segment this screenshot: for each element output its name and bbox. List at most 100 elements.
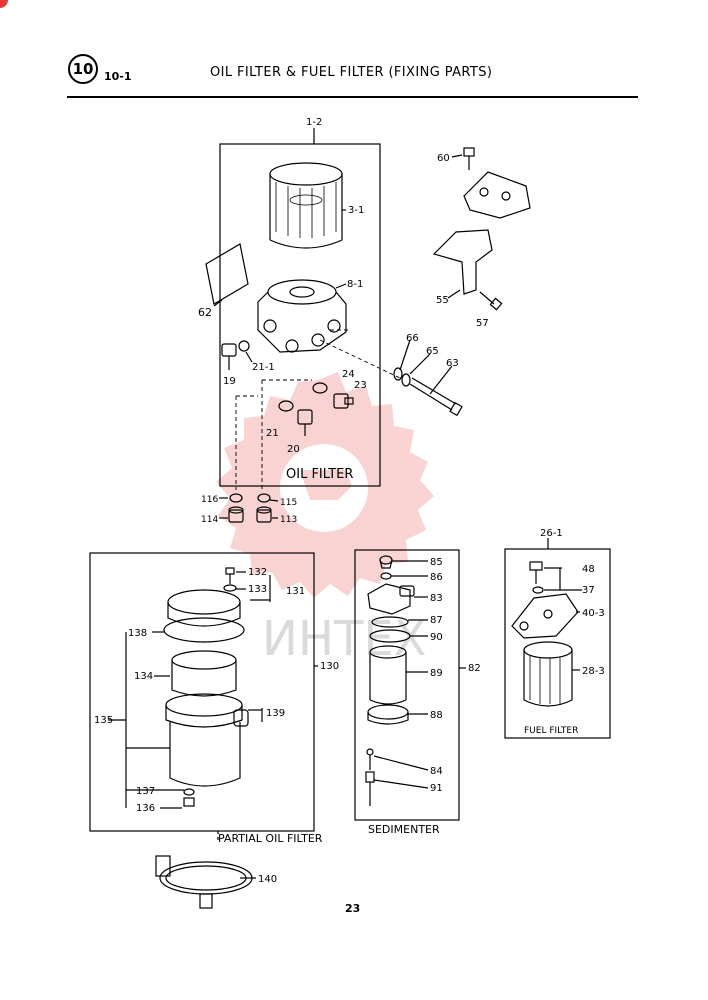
- washer-115: [257, 493, 271, 503]
- head-40-3: [511, 593, 579, 639]
- callout-130: 130: [320, 661, 339, 672]
- washer-65: [401, 373, 411, 387]
- callout-114: 114: [201, 515, 218, 525]
- ring-66: [393, 367, 403, 381]
- plug-23: [333, 393, 354, 409]
- head-83: [367, 583, 415, 615]
- plug-20: [297, 409, 313, 436]
- callout-137: 137: [136, 786, 155, 797]
- washer-24: [312, 382, 328, 394]
- bolt-60: [463, 147, 475, 170]
- callout-82: 82: [468, 663, 481, 674]
- oil-filter-group: [205, 128, 401, 523]
- callout-132: 132: [248, 567, 267, 578]
- washer-116: [229, 493, 243, 503]
- callout-115: 115: [280, 498, 297, 508]
- oil-filter-frame: [219, 143, 381, 487]
- callout-28-3: 28-3: [582, 666, 605, 677]
- drain-84: [366, 748, 374, 770]
- fuel-filter-frame: [504, 548, 611, 739]
- oring-87: [371, 616, 409, 628]
- cover-131: [167, 589, 241, 627]
- washer-21: [278, 400, 294, 412]
- callout-134: 134: [134, 671, 153, 682]
- callout-85: 85: [430, 557, 443, 568]
- callout-88: 88: [430, 710, 443, 721]
- partial-oil-filter-label: PARTIAL OIL FILTER: [218, 832, 323, 845]
- callout-55: 55: [436, 295, 449, 306]
- bracket-group: [393, 147, 531, 417]
- callout-86: 86: [430, 572, 443, 583]
- bolt-132: [225, 567, 235, 584]
- sedimenter-label: SEDIMENTER: [368, 823, 440, 836]
- callout-23: 23: [354, 380, 367, 391]
- gasket-62: [205, 243, 249, 305]
- plug-19: [221, 343, 237, 370]
- callout-140: 140: [258, 874, 277, 885]
- gasket-138: [163, 617, 245, 643]
- callout-1-2: 1-2: [306, 117, 322, 128]
- band-clamp-140: [155, 855, 253, 909]
- callout-90: 90: [430, 632, 443, 643]
- callout-40-3: 40-3: [582, 608, 605, 619]
- housing-135: [165, 693, 249, 787]
- cartridge-28-3: [523, 641, 573, 707]
- callout-65: 65: [426, 346, 439, 357]
- callout-19: 19: [223, 376, 236, 387]
- callout-57: 57: [476, 318, 489, 329]
- callout-62: 62: [198, 306, 212, 319]
- callout-63: 63: [446, 358, 459, 369]
- sedimenter-frame: [354, 549, 460, 821]
- section-sub-number: 10-1: [104, 70, 132, 83]
- plug-136: [183, 797, 195, 807]
- mounting-plate: [463, 171, 531, 219]
- callout-84: 84: [430, 766, 443, 777]
- callout-131: 131: [286, 586, 305, 597]
- callout-135: 135: [94, 715, 113, 726]
- callout-87: 87: [430, 615, 443, 626]
- callout-21: 21: [266, 428, 279, 439]
- callout-138: 138: [128, 628, 147, 639]
- callout-20: 20: [287, 444, 300, 455]
- callout-3-1: 3-1: [348, 205, 364, 216]
- drain-91: [365, 771, 375, 806]
- callout-66: 66: [406, 333, 419, 344]
- callout-91: 91: [430, 783, 443, 794]
- oil-filter-cartridge: [269, 162, 343, 249]
- bowl-89: [369, 645, 407, 705]
- callout-116: 116: [201, 495, 218, 505]
- callout-26-1: 26-1: [540, 528, 563, 539]
- oil-filter-dash-lines: [235, 329, 401, 490]
- oil-filter-label: OIL FILTER: [286, 467, 353, 482]
- corner-mark: [0, 0, 8, 8]
- sedimenter-group: [354, 549, 466, 821]
- washer-133: [223, 584, 237, 592]
- page-number: 23: [345, 902, 361, 915]
- callout-21-1: 21-1: [252, 362, 275, 373]
- callout-113: 113: [280, 515, 297, 525]
- page-title: OIL FILTER & FUEL FILTER (FIXING PARTS): [210, 65, 493, 80]
- union-113: [256, 506, 272, 523]
- union-114: [228, 506, 244, 523]
- watermark-logo: [216, 372, 434, 598]
- header-rule: [67, 96, 638, 98]
- fuel-filter-group: [504, 538, 611, 739]
- bolt-63: [409, 377, 463, 417]
- callout-37: 37: [582, 585, 595, 596]
- callout-24: 24: [342, 369, 355, 380]
- section-number-badge: 10: [68, 54, 98, 84]
- partial-oil-filter-frame: [89, 552, 315, 832]
- bolt-57: [479, 291, 503, 311]
- callout-89: 89: [430, 668, 443, 679]
- callout-48: 48: [582, 564, 595, 575]
- ring-88: [367, 704, 409, 725]
- callout-139: 139: [266, 708, 285, 719]
- callout-60: 60: [437, 153, 450, 164]
- callout-133: 133: [248, 584, 267, 595]
- washer-37: [532, 586, 544, 594]
- washer-137: [183, 788, 195, 796]
- callout-83: 83: [430, 593, 443, 604]
- bolt-48: [529, 561, 543, 584]
